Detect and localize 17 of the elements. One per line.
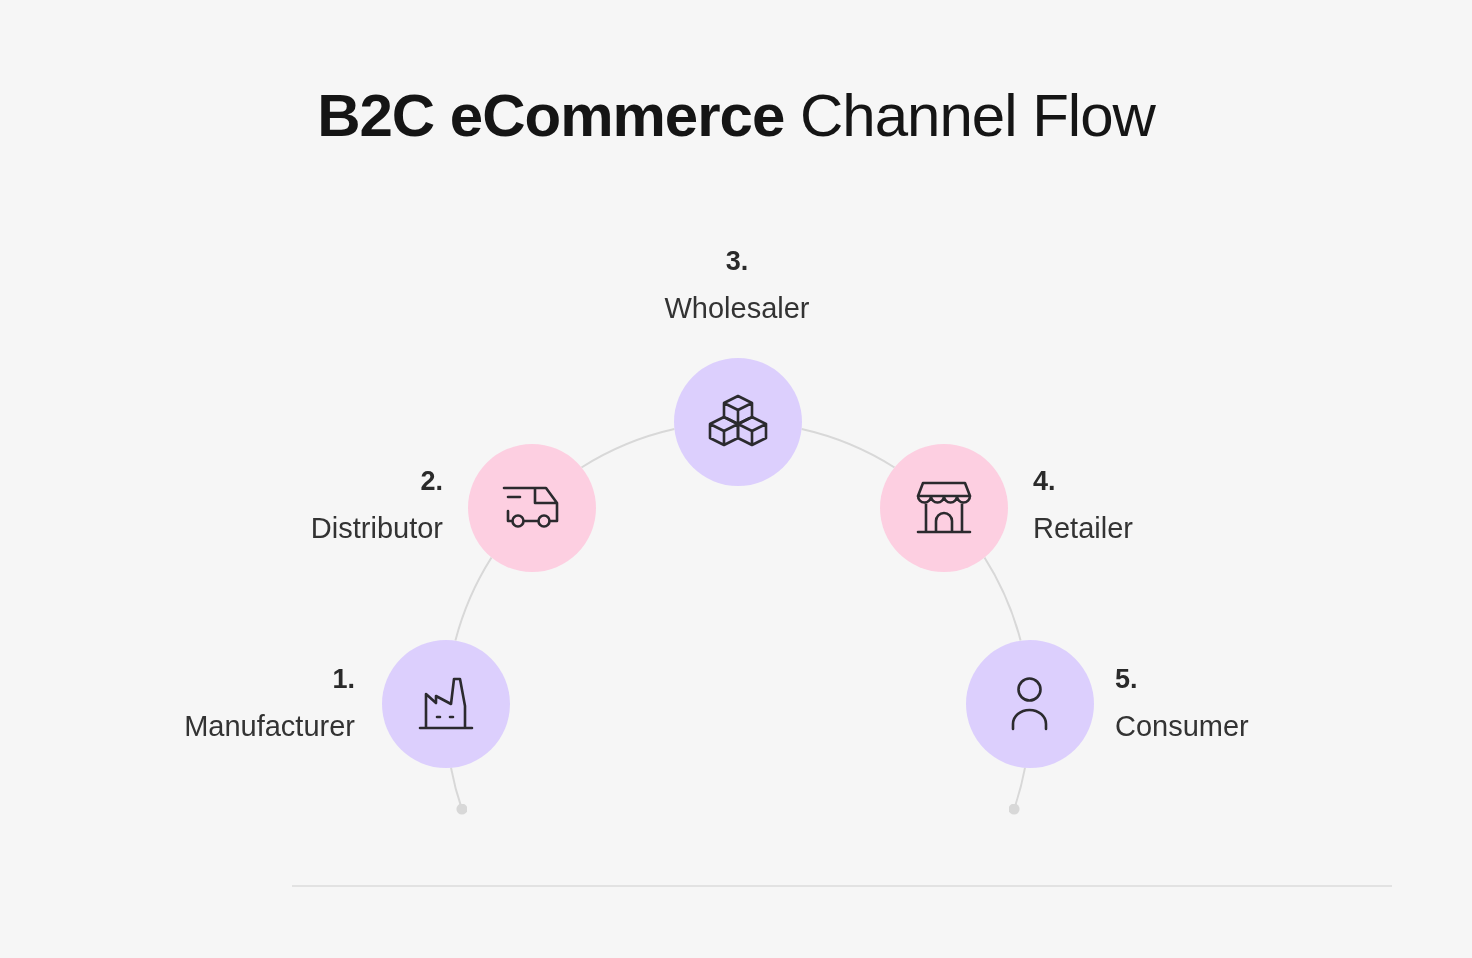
step-number: 5. [1115, 663, 1138, 696]
step-label: Distributor [310, 511, 443, 546]
connector-line [449, 766, 468, 815]
step-number: 2. [420, 465, 443, 498]
step-label: Consumer [1115, 709, 1249, 744]
step-number: 1. [332, 663, 355, 696]
step-label: Manufacturer [184, 709, 355, 744]
connector-line [580, 428, 676, 469]
title: B2C eCommerce Channel Flow [317, 81, 1155, 151]
step-label: Retailer [1033, 511, 1133, 546]
step-label: Wholesaler [664, 291, 810, 326]
connector-line [983, 556, 1022, 642]
step-number: 4. [1033, 465, 1056, 498]
connector-line [800, 428, 896, 469]
step-number: 3. [725, 245, 749, 278]
connector-line [454, 556, 493, 642]
connector-line [1008, 766, 1027, 815]
